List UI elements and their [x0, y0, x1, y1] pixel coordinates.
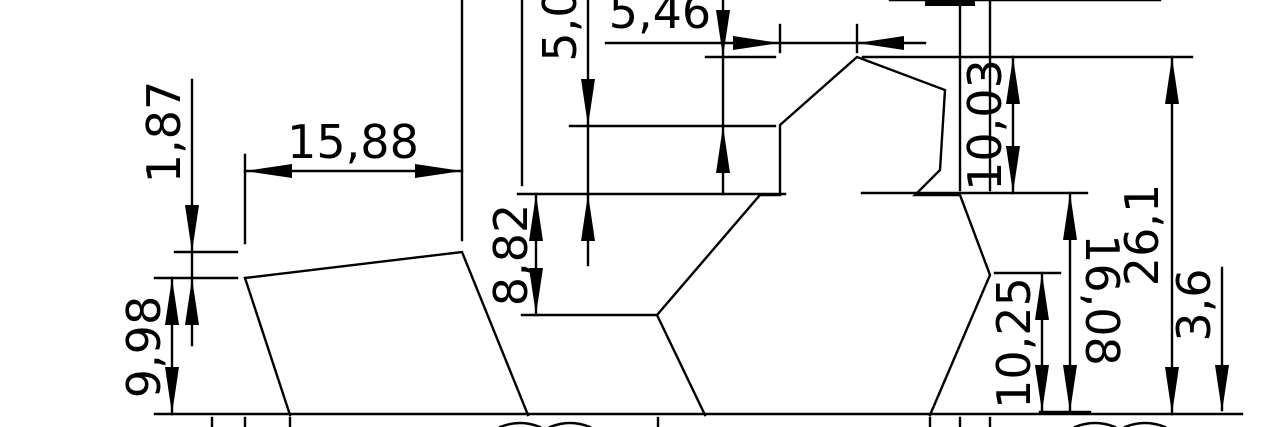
left-quad-left-edge — [243, 276, 292, 417]
dim-label-26-1: 26,1 — [1115, 184, 1169, 286]
dim-label-5-46: 5,46 — [609, 0, 711, 39]
dim-label-9-98: 9,98 — [117, 296, 171, 398]
dim-label-15-88: 15,88 — [287, 115, 419, 169]
dim-label-10-03: 10,03 — [958, 59, 1012, 191]
dim-label-16-08: 16,08 — [1075, 234, 1129, 366]
dim-label-10-25: 10,25 — [987, 277, 1041, 409]
dim-label-3-6: 3,6 — [1167, 268, 1221, 341]
part-outlines — [243, 55, 992, 417]
dim-label-8-82: 8,82 — [484, 204, 538, 306]
dimension-texts: 15,88 5,46 1,87 9,98 8,82 5,0 10,03 26,1… — [117, 0, 1221, 409]
dim-label-5-0: 5,0 — [533, 0, 587, 62]
dim-label-1-87: 1,87 — [137, 81, 191, 183]
extension-lines — [153, 0, 1224, 414]
left-quad-outline — [243, 250, 530, 417]
base-line — [153, 412, 1244, 427]
center-profile-lower-edge — [655, 313, 707, 417]
center-profile-outline — [520, 55, 992, 417]
arrowheads — [165, 0, 1229, 414]
